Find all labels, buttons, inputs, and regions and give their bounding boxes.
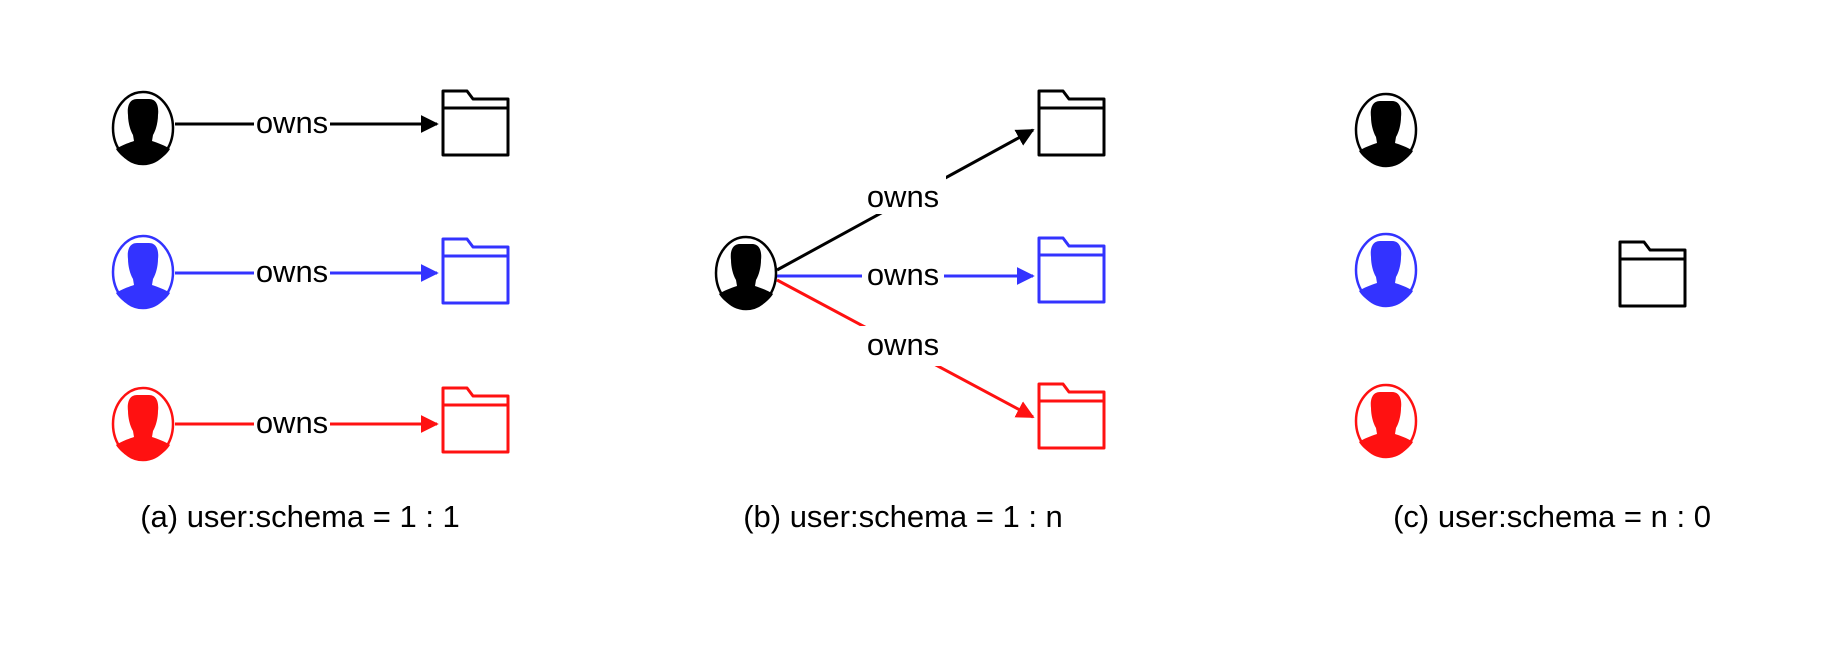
folder-icon — [1037, 89, 1106, 157]
panel-caption: (b) user:schema = 1 : n — [743, 499, 1063, 534]
panel-c: (c) user:schema = n : 0 — [1354, 92, 1711, 534]
panel-b-edges: owns owns owns — [776, 128, 1035, 419]
edge-label: owns — [867, 327, 939, 362]
edge-label: owns — [256, 254, 328, 289]
folder-icon — [441, 89, 510, 157]
user-icon-black — [1354, 92, 1418, 168]
folder-icon — [1037, 236, 1106, 304]
panel-caption: (c) user:schema = n : 0 — [1393, 499, 1711, 534]
user-icon-blue — [111, 234, 175, 310]
folder-icon — [441, 386, 510, 454]
user-icon-black — [111, 90, 175, 166]
user-icon-red — [1354, 383, 1418, 459]
panel-a: owns owns owns — [111, 89, 510, 534]
user-icon-blue — [1354, 232, 1418, 308]
edge-label: owns — [256, 105, 328, 140]
edge-owns: owns — [776, 128, 1035, 272]
edge-label: owns — [867, 179, 939, 214]
folder-icon — [441, 237, 510, 305]
edge-owns: owns — [175, 404, 439, 442]
edge-owns: owns — [776, 278, 1035, 419]
user-icon-red — [111, 386, 175, 462]
edge-owns: owns — [175, 104, 439, 142]
panel-b: owns owns owns — [714, 89, 1106, 534]
user-icon-black — [714, 235, 778, 311]
panel-caption: (a) user:schema = 1 : 1 — [140, 499, 460, 534]
edge-label: owns — [256, 405, 328, 440]
panel-a-edges: owns owns owns — [175, 104, 439, 442]
folder-icon — [1037, 382, 1106, 450]
edge-owns: owns — [175, 253, 439, 291]
edge-label: owns — [867, 257, 939, 292]
edge-owns: owns — [777, 256, 1035, 294]
folder-icon — [1618, 240, 1687, 308]
